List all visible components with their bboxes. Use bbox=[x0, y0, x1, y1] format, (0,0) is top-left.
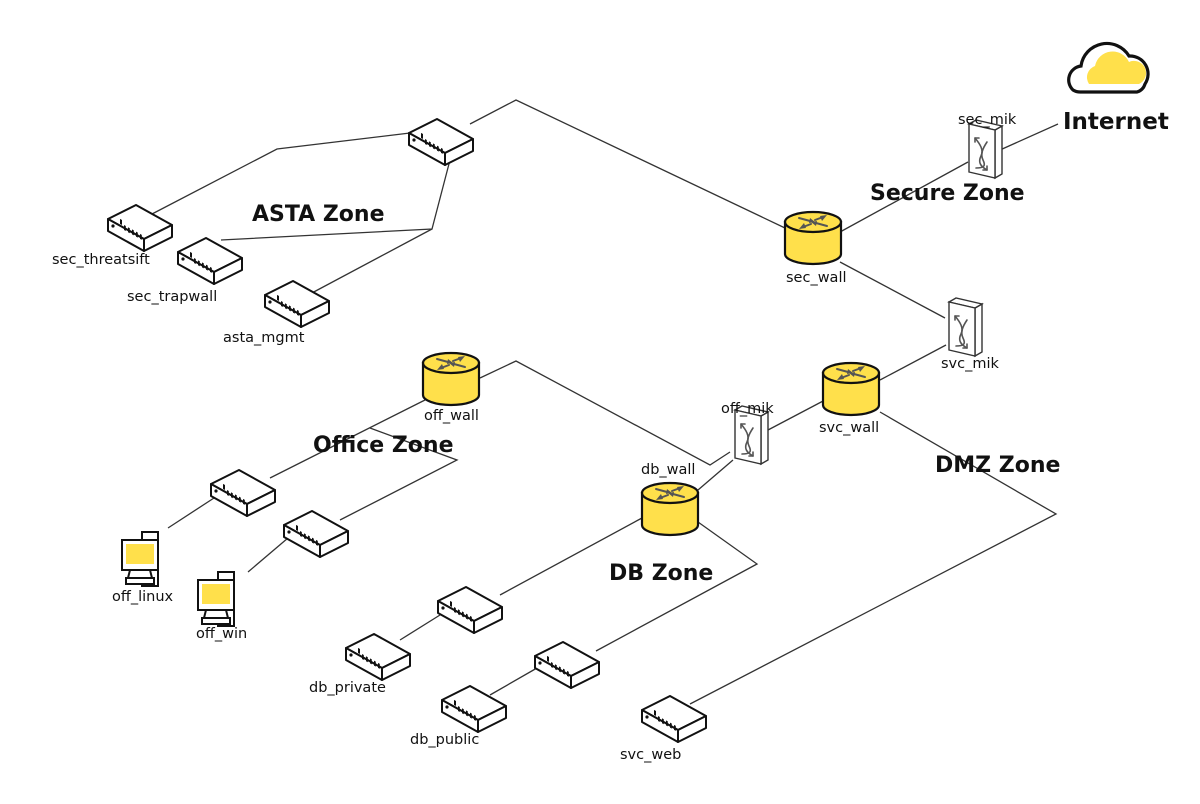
wire-office-bus bbox=[339, 427, 459, 521]
device-label-sec-trapwall: sec_trapwall bbox=[127, 289, 217, 305]
server-box-icon bbox=[283, 510, 349, 558]
device-label-off-wall: off_wall bbox=[424, 408, 479, 424]
db-private-node[interactable] bbox=[345, 633, 411, 681]
wire-db-public bbox=[489, 667, 538, 696]
sec-threatsift-node[interactable] bbox=[107, 204, 173, 252]
wire-svc-wall-dmz bbox=[689, 411, 1058, 705]
server-box-icon bbox=[345, 633, 411, 681]
wire-off-mik-off-wall bbox=[479, 360, 731, 466]
zone-label-office: Office Zone bbox=[313, 433, 454, 458]
off-linux-node[interactable] bbox=[121, 531, 159, 587]
server-box-icon bbox=[107, 204, 173, 252]
zone-label-db: DB Zone bbox=[609, 561, 713, 586]
wire-db-private bbox=[399, 614, 441, 641]
asta-mgmt-node[interactable] bbox=[264, 280, 330, 328]
device-label-svc-wall: svc_wall bbox=[819, 420, 879, 436]
wire-db-bus bbox=[595, 521, 759, 652]
wire-svc-mik-svc-wall bbox=[879, 344, 947, 381]
off-win-node[interactable] bbox=[197, 571, 235, 627]
wire-off-wall-office bbox=[269, 399, 426, 479]
zone-label-asta: ASTA Zone bbox=[252, 202, 385, 227]
server-box-icon bbox=[408, 118, 474, 166]
wire-sec-wall-svc-mik bbox=[839, 261, 946, 319]
wire-db-wall-private bbox=[499, 517, 643, 596]
device-label-sec-mik: sec_mik bbox=[958, 112, 1017, 128]
zone-label-secure: Secure Zone bbox=[870, 181, 1025, 206]
svc-web-node[interactable] bbox=[641, 695, 707, 743]
db-hub-1-node[interactable] bbox=[437, 586, 503, 634]
server-box-icon bbox=[641, 695, 707, 743]
svc-mik-node[interactable] bbox=[948, 297, 983, 357]
device-label-svc-web: svc_web bbox=[620, 747, 681, 763]
device-label-svc-mik: svc_mik bbox=[941, 356, 1000, 372]
server-box-icon bbox=[264, 280, 330, 328]
wire-asta-mgmt bbox=[309, 228, 433, 295]
zone-label-dmz: DMZ Zone bbox=[935, 453, 1060, 478]
firewall-router-icon bbox=[640, 481, 700, 537]
wire-sec-mik-sec-wall bbox=[839, 161, 969, 233]
device-label-off-linux: off_linux bbox=[112, 589, 174, 605]
firewall-router-icon bbox=[783, 210, 843, 266]
db-wall-node[interactable] bbox=[640, 481, 700, 537]
sec-mik-node[interactable] bbox=[968, 119, 1003, 179]
server-box-icon bbox=[177, 237, 243, 285]
device-label-off-win: off_win bbox=[196, 626, 247, 642]
off-wall-node[interactable] bbox=[421, 351, 481, 407]
server-box-icon bbox=[210, 469, 276, 517]
wire-svc-wall-off-mik bbox=[767, 399, 826, 431]
layer3-switch-icon bbox=[968, 119, 1003, 179]
office-hub-1-node[interactable] bbox=[210, 469, 276, 517]
sec-wall-node[interactable] bbox=[783, 210, 843, 266]
wire-asta-hub-zone bbox=[151, 132, 411, 215]
db-hub-2-node[interactable] bbox=[534, 641, 600, 689]
wire-office-linux bbox=[167, 497, 215, 529]
layer3-switch-icon bbox=[948, 297, 983, 357]
wire-off-mik-db-wall bbox=[697, 459, 734, 491]
server-box-icon bbox=[534, 641, 600, 689]
sec-trapwall-node[interactable] bbox=[177, 237, 243, 285]
wire-office-win bbox=[247, 537, 289, 573]
cloud-icon bbox=[1067, 41, 1150, 94]
firewall-router-icon bbox=[421, 351, 481, 407]
internet-label: Internet bbox=[1063, 109, 1169, 135]
db-public-node[interactable] bbox=[441, 685, 507, 733]
internet-node[interactable]: Internet bbox=[1063, 41, 1169, 135]
device-label-off-mik: off_mik bbox=[721, 401, 774, 417]
wires bbox=[151, 99, 1059, 705]
server-box-icon bbox=[441, 685, 507, 733]
svc-wall-node[interactable] bbox=[821, 361, 881, 417]
wire-asta-bus bbox=[220, 159, 451, 241]
device-label-db-private: db_private bbox=[309, 680, 386, 696]
workstation-icon bbox=[197, 571, 235, 627]
wire-sec-wall-asta-hub bbox=[469, 99, 786, 229]
device-label-db-public: db_public bbox=[410, 732, 479, 748]
wire-internet-sec-mik bbox=[999, 123, 1059, 151]
device-label-sec-wall: sec_wall bbox=[786, 270, 847, 286]
workstation-icon bbox=[121, 531, 159, 587]
office-hub-2-node[interactable] bbox=[283, 510, 349, 558]
asta-hub-node[interactable] bbox=[408, 118, 474, 166]
server-box-icon bbox=[437, 586, 503, 634]
device-label-db-wall: db_wall bbox=[641, 462, 695, 478]
firewall-router-icon bbox=[821, 361, 881, 417]
device-label-sec-threatsift: sec_threatsift bbox=[52, 252, 150, 268]
device-label-asta-mgmt: asta_mgmt bbox=[223, 330, 305, 346]
